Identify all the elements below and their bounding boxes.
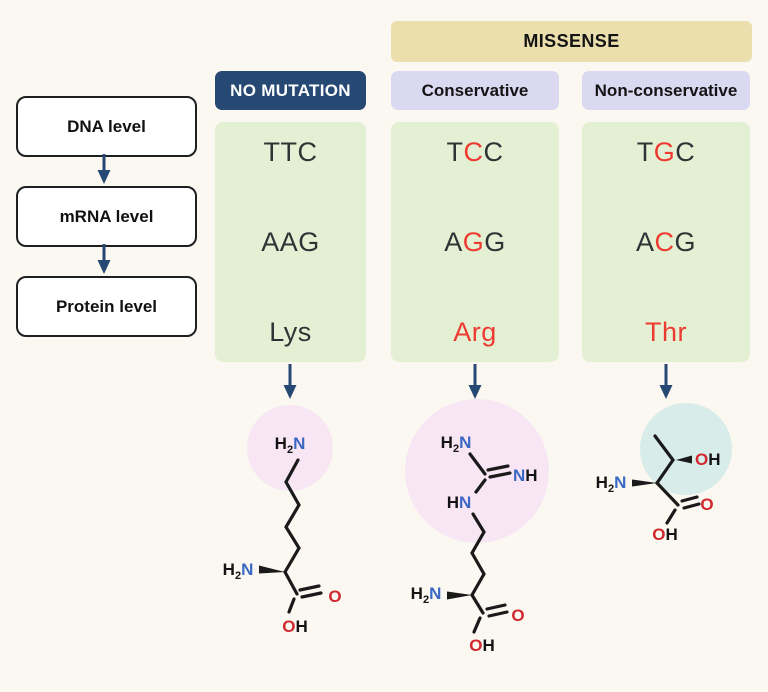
carbonyl-double-bond xyxy=(485,603,509,618)
missense-banner-label: MISSENSE xyxy=(523,31,620,51)
methyl-bond xyxy=(653,434,675,462)
carbonyl-double-bond xyxy=(680,495,701,510)
hydroxyl-bond xyxy=(472,616,482,634)
column-header-conservative: Conservative xyxy=(391,71,559,110)
carboxyl-bond xyxy=(470,593,485,615)
stereo-wedge-bond xyxy=(447,591,472,600)
hydroxyl-highlight-circle xyxy=(640,403,732,495)
flow-box-dna-level: DNA level xyxy=(16,96,197,157)
carbonyl-oxygen-label: O xyxy=(328,587,341,606)
flow-box-mrna-level: mRNA level xyxy=(16,186,197,247)
down-arrow-icon xyxy=(468,364,482,399)
carboxyl-bond xyxy=(283,570,299,596)
arginine-structure: H2N NH HN H2N O OH xyxy=(405,399,549,655)
flow-arrow-icon xyxy=(97,244,111,274)
down-arrow-icon xyxy=(283,364,297,399)
carbonyl-oxygen-label: O xyxy=(700,495,713,514)
stereo-wedge-bond xyxy=(632,479,657,487)
carbonyl-oxygen-label: O xyxy=(511,606,524,625)
secondary-amine-label: HN xyxy=(447,493,472,512)
dna-level-label: DNA level xyxy=(67,116,146,136)
carbon-chain-bond xyxy=(470,512,486,597)
flow-box-protein-level: Protein level xyxy=(16,276,197,337)
carbon-chain-bond xyxy=(283,458,301,574)
column-header-non-conservative: Non-conservative xyxy=(582,71,750,110)
residue-label: Thr xyxy=(645,316,687,347)
missense-banner: MISSENSE xyxy=(391,21,752,62)
stereo-wedge-bond xyxy=(676,455,692,464)
amine-highlight-circle xyxy=(247,405,333,491)
carbon-nh-bond xyxy=(474,478,487,494)
hydroxyl-bond xyxy=(665,508,677,525)
guanidinium-amine-label: H2N xyxy=(441,433,472,455)
alpha-amine-label: H2N xyxy=(223,560,254,582)
imine-double-bond xyxy=(486,464,512,479)
lysine-structure: H2N H2N O OH xyxy=(223,405,342,636)
alpha-amine-label: H2N xyxy=(411,584,442,606)
hydroxyl-label: OH xyxy=(469,636,495,655)
imine-label: NH xyxy=(513,466,538,485)
hydroxyl-bond xyxy=(287,597,296,614)
beta-alpha-bond xyxy=(655,458,675,485)
no-mutation-label: NO MUTATION xyxy=(230,80,351,100)
guanidinium-highlight-circle xyxy=(405,399,549,543)
stereo-wedge-bond xyxy=(259,565,285,574)
sidechain-hydroxyl-label: OH xyxy=(695,450,721,469)
carboxyl-bond xyxy=(655,481,680,507)
carbonyl-double-bond xyxy=(298,584,323,599)
column-header-no-mutation: NO MUTATION xyxy=(215,71,366,110)
hydroxyl-label: OH xyxy=(652,525,678,544)
protein-level-label: Protein level xyxy=(55,296,158,316)
residue-label: Lys xyxy=(269,316,312,347)
residue-label: Arg xyxy=(453,316,497,347)
non-conservative-label: Non-conservative xyxy=(594,80,738,100)
down-arrow-icon xyxy=(659,364,673,399)
hydroxyl-label: OH xyxy=(282,617,308,636)
flow-arrow-icon xyxy=(97,154,111,184)
conservative-label: Conservative xyxy=(421,80,529,100)
alpha-amine-label: H2N xyxy=(596,473,627,495)
mrna-level-label: mRNA level xyxy=(59,206,154,226)
side-amine-label: H2N xyxy=(275,434,306,456)
amine-carbon-bond xyxy=(468,452,487,476)
threonine-structure: OH H2N O OH xyxy=(596,403,732,544)
